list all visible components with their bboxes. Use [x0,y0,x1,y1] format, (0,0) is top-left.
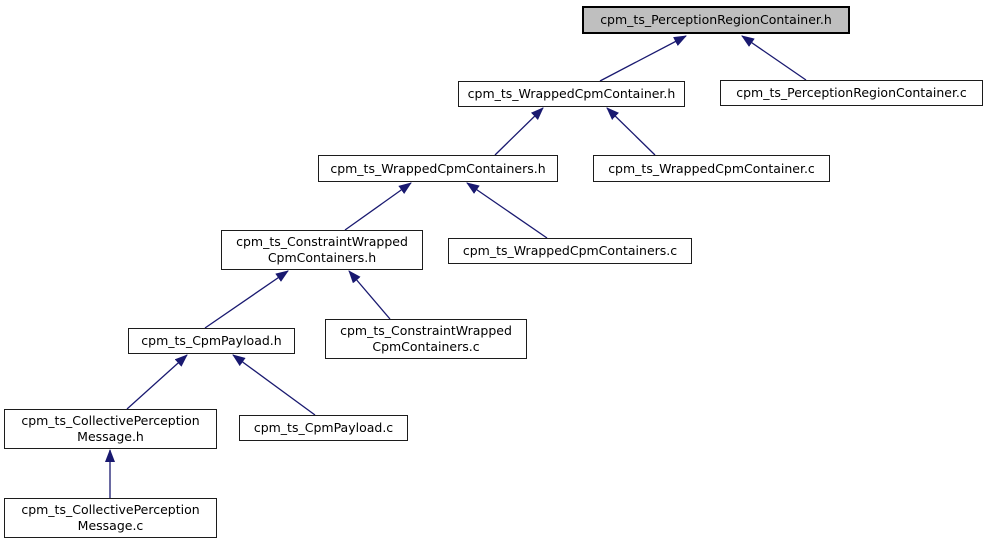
node-label: cpm_ts_WrappedCpmContainer.h [467,86,676,101]
include-edge-constraint-wrapped-cpm-containers-h-to-wrapped-cpm-containers-h [344,182,412,231]
node-perception-region-container-h: cpm_ts_PerceptionRegionContainer.h [582,6,850,34]
include-edge-collective-perception-message-h-to-cpm-payload-h [126,354,188,410]
include-edge-cpm-payload-h-to-constraint-wrapped-cpm-containers-h [204,270,289,329]
include-edge-wrapped-cpm-containers-h-to-wrapped-cpm-container-h [494,107,544,156]
node-label: cpm_ts_WrappedCpmContainer.c [608,160,815,176]
node-label: cpm_ts_ConstraintWrapped CpmContainers.c [340,323,512,354]
node-collective-perception-message-c[interactable]: cpm_ts_CollectivePerception Message.c [4,498,217,538]
node-wrapped-cpm-containers-c[interactable]: cpm_ts_WrappedCpmContainers.c [448,238,692,264]
include-edge-wrapped-cpm-container-c-to-wrapped-cpm-container-h [606,107,656,156]
node-collective-perception-message-h[interactable]: cpm_ts_CollectivePerception Message.h [4,409,217,449]
include-edge-wrapped-cpm-containers-c-to-wrapped-cpm-containers-h [466,182,548,239]
node-label: cpm_ts_ConstraintWrapped CpmContainers.h [236,234,408,265]
node-perception-region-container-c[interactable]: cpm_ts_PerceptionRegionContainer.c [720,80,983,106]
include-edge-constraint-wrapped-cpm-containers-c-to-constraint-wrapped-cpm-containers-h [348,270,391,320]
node-label: cpm_ts_PerceptionRegionContainer.c [736,85,967,100]
node-cpm-payload-h[interactable]: cpm_ts_CpmPayload.h [128,328,295,354]
node-wrapped-cpm-container-h[interactable]: cpm_ts_WrappedCpmContainer.h [458,81,685,107]
node-label: cpm_ts_CpmPayload.h [141,333,282,348]
node-label: cpm_ts_WrappedCpmContainers.c [462,243,678,258]
node-label: cpm_ts_WrappedCpmContainers.h [330,160,546,176]
node-label: cpm_ts_CollectivePerception Message.c [21,502,200,533]
node-wrapped-cpm-containers-h[interactable]: cpm_ts_WrappedCpmContainers.h [318,155,558,182]
include-edge-wrapped-cpm-container-h-to-perception-region-container-h [599,35,687,82]
node-cpm-payload-c[interactable]: cpm_ts_CpmPayload.c [239,415,408,441]
node-constraint-wrapped-cpm-containers-c[interactable]: cpm_ts_ConstraintWrapped CpmContainers.c [325,319,527,359]
node-label: cpm_ts_CollectivePerception Message.h [21,413,200,444]
node-label: cpm_ts_PerceptionRegionContainer.h [600,12,832,27]
node-wrapped-cpm-container-c[interactable]: cpm_ts_WrappedCpmContainer.c [593,155,830,182]
node-constraint-wrapped-cpm-containers-h[interactable]: cpm_ts_ConstraintWrapped CpmContainers.h [221,230,423,270]
include-edge-perception-region-container-c-to-perception-region-container-h [741,35,807,81]
node-label: cpm_ts_CpmPayload.c [253,420,394,435]
include-edge-cpm-payload-c-to-cpm-payload-h [232,354,316,416]
